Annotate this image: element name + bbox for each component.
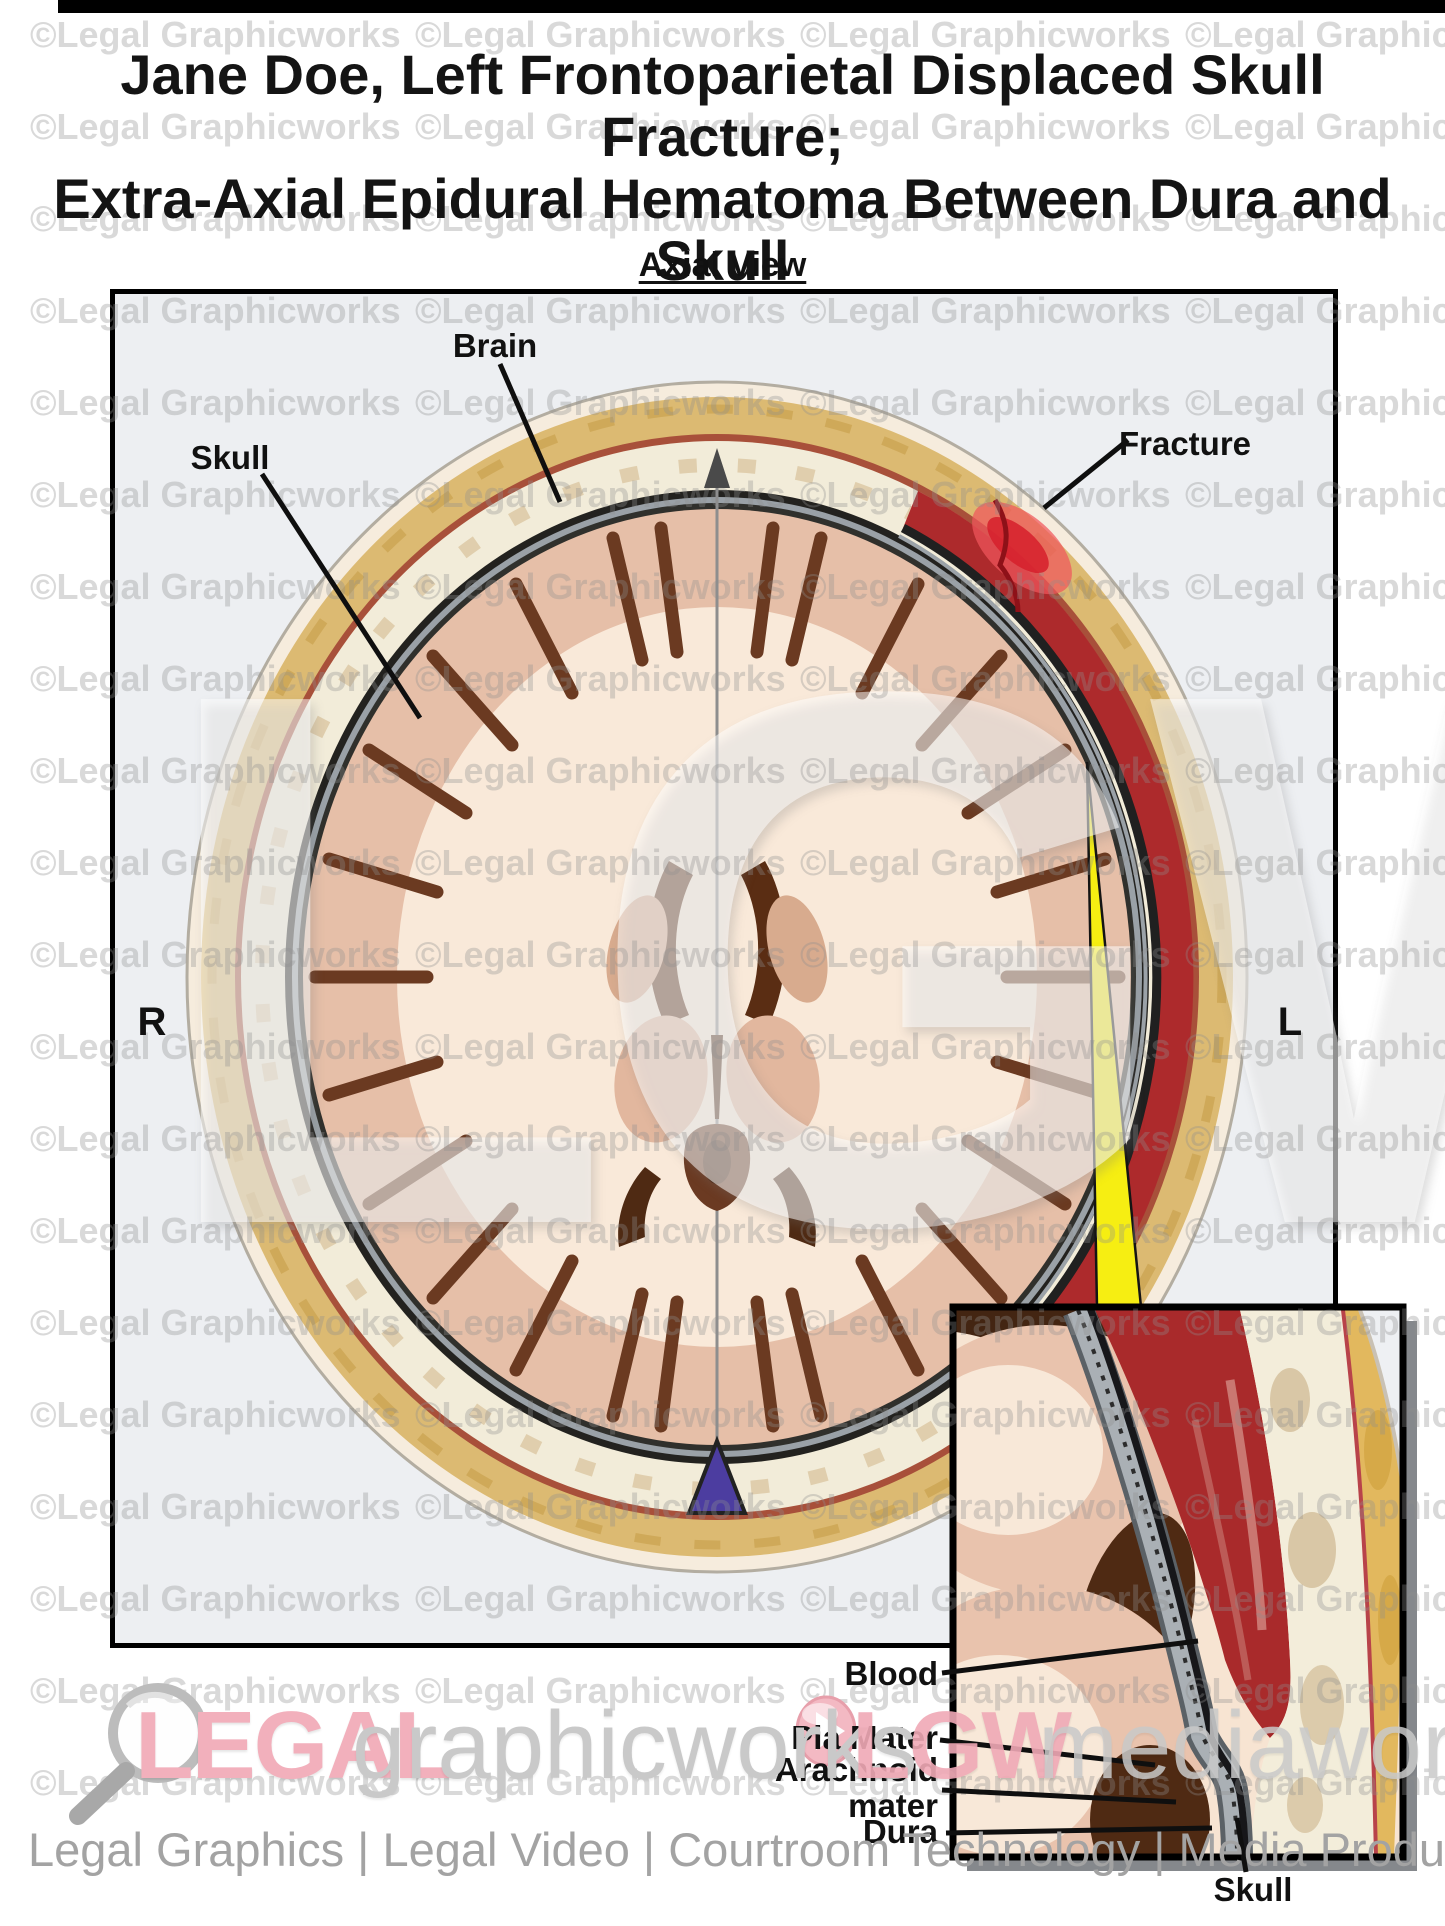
label-brain: Brain (452, 327, 538, 364)
page-title-line1: Jane Doe, Left Frontoparietal Displaced … (120, 43, 1325, 168)
inset-dura-line (1087, 1310, 1249, 1856)
label-dura: Dura (862, 1813, 938, 1850)
label-inset-skull: Skull (1213, 1871, 1293, 1908)
caudate-right (766, 895, 828, 1003)
inset-bone-speckle1 (1270, 1368, 1310, 1432)
logo-graphicworks: graphicworks (352, 1692, 918, 1799)
view-label: Axial View (638, 246, 807, 284)
sagittal-sinus (686, 1435, 748, 1515)
fracture-site (972, 498, 1072, 613)
third-ventricle (711, 1035, 723, 1119)
inset-meninges-mid (1067, 1310, 1248, 1856)
inset-magnified-view (949, 1303, 1417, 1871)
footer-tagline: Legal Graphics | Legal Video | Courtroom… (28, 1823, 1445, 1876)
page-title-line2: Extra-Axial Epidural Hematoma Between Du… (53, 167, 1392, 292)
top-border-bar (58, 0, 1445, 13)
inset-border (949, 1303, 1407, 1861)
inset-blood-swirl1 (1225, 1379, 1267, 1631)
inset-diploe-blob2 (1378, 1575, 1402, 1665)
thalamus-left (614, 1015, 708, 1143)
fracture-crack (992, 498, 1021, 613)
inset-scalp-line (1358, 1310, 1402, 1481)
thalamus-right (726, 1015, 820, 1143)
inset-gyrus-upper-core (956, 1365, 1103, 1535)
inset-diploe-blob1 (1364, 1410, 1392, 1490)
posterior-horn-right (773, 1167, 816, 1247)
head-cross-section (185, 380, 1249, 1574)
orientation-right: R (137, 1000, 167, 1044)
skull-diploe-texture (207, 404, 1227, 1550)
label-blood: Blood (844, 1655, 938, 1692)
orientation-left: L (1277, 1000, 1303, 1044)
displaced-dura-line (900, 524, 1162, 1361)
posterior-horn-left (618, 1167, 661, 1247)
page-title: Jane Doe, Left Frontoparietal Displaced … (0, 44, 1445, 292)
aqueduct (703, 1140, 731, 1184)
sulci (308, 521, 1126, 1433)
inset-bone-speckle2 (1288, 1512, 1336, 1588)
label-skull: Skull (190, 439, 270, 476)
anterior-falx (704, 448, 730, 488)
logo-mediaworks: mediaworks (1038, 1692, 1445, 1799)
inset-bone-speckle4 (1287, 1777, 1323, 1833)
epidural-hematoma (903, 491, 1194, 1388)
inset-outer-background (1360, 1310, 1402, 1480)
label-fracture: Fracture (1118, 425, 1252, 462)
caudate-left (606, 895, 668, 1003)
inset-blood-swirl2 (1191, 1419, 1252, 1681)
displaced-arachnoid-line (898, 534, 1148, 1352)
inset-bone-speckle3 (1300, 1665, 1344, 1745)
